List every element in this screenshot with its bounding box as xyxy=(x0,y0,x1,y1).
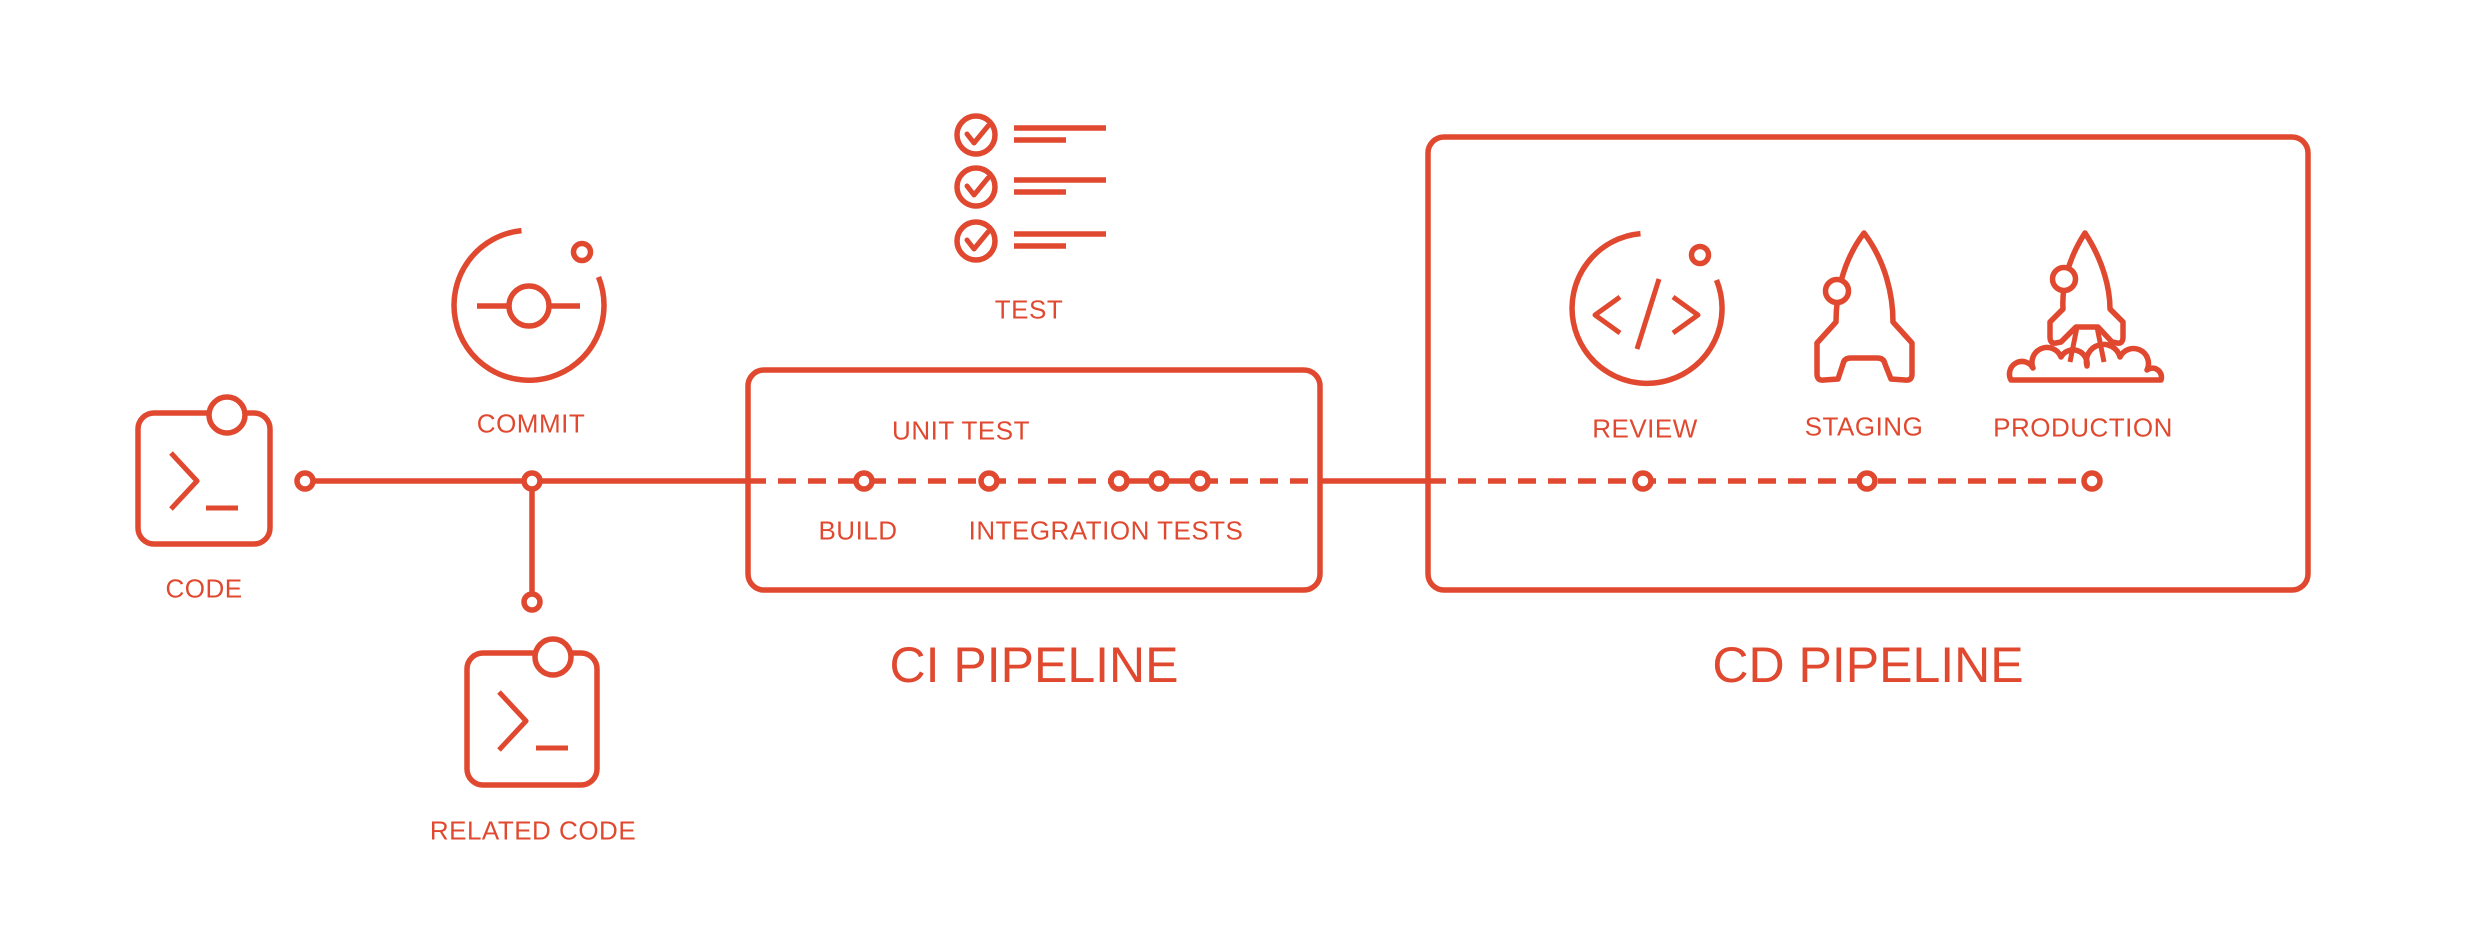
production-label: PRODUCTION xyxy=(1993,412,2173,443)
build-label: BUILD xyxy=(818,515,898,546)
rocket-icon xyxy=(1814,230,1915,383)
commit-label: COMMIT xyxy=(476,408,586,439)
node-review xyxy=(1632,470,1654,492)
code-label: CODE xyxy=(165,573,243,604)
checklist-icon xyxy=(954,113,1106,263)
node-integration-2 xyxy=(1148,470,1170,492)
rocket-launch-icon xyxy=(2006,230,2165,383)
related-code-terminal-icon xyxy=(464,636,600,788)
commit-icon xyxy=(451,227,607,383)
node-integration-1 xyxy=(1108,470,1130,492)
terminal-code-icon xyxy=(135,394,273,547)
node-unit-test xyxy=(978,470,1000,492)
cd-pipeline-title: CD PIPELINE xyxy=(1712,637,2024,693)
node-code xyxy=(294,470,316,492)
node-integration-3 xyxy=(1189,470,1211,492)
cd-pipeline-box xyxy=(1425,134,2311,593)
node-build xyxy=(853,470,875,492)
node-production xyxy=(2081,470,2103,492)
node-staging xyxy=(1856,470,1878,492)
node-commit xyxy=(521,470,543,492)
pipeline-nodes xyxy=(294,470,2103,613)
ci-pipeline-title: CI PIPELINE xyxy=(889,637,1179,693)
unit-test-label: UNIT TEST xyxy=(892,415,1030,446)
test-label: TEST xyxy=(994,294,1064,325)
ci-pipeline-box xyxy=(745,367,1323,593)
related-code-label: RELATED CODE xyxy=(429,815,637,846)
staging-label: STAGING xyxy=(1804,411,1924,442)
integration-tests-label: INTEGRATION TESTS xyxy=(968,515,1244,546)
review-label: REVIEW xyxy=(1592,413,1698,444)
code-review-icon xyxy=(1569,230,1725,387)
node-related-code xyxy=(521,591,543,613)
